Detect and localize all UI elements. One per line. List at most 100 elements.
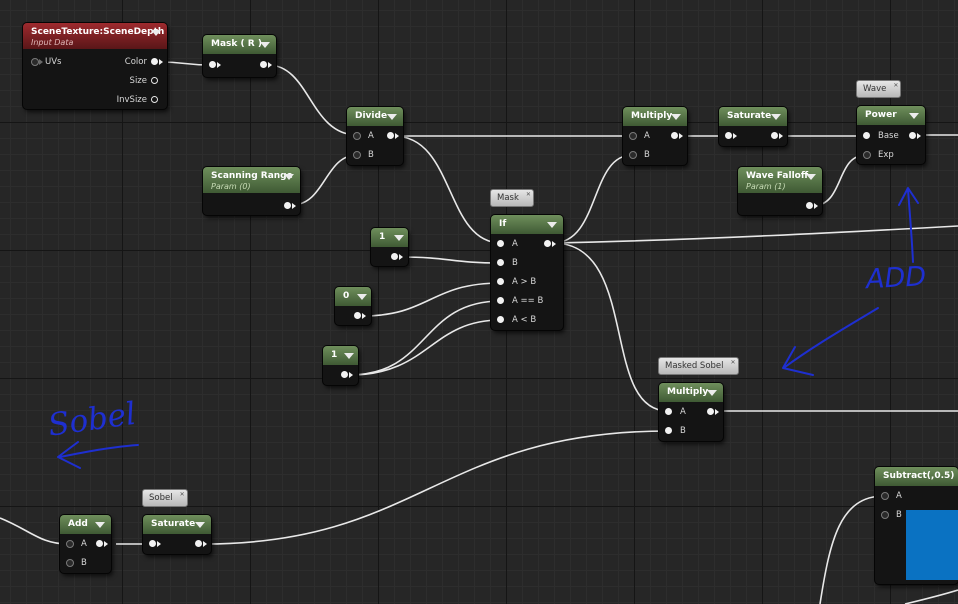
saturate-top-output-pin[interactable]: [771, 132, 778, 139]
size-output-pin[interactable]: [151, 77, 158, 84]
output-arrow-icon: [104, 541, 108, 547]
add-ink-text: ADD: [863, 261, 927, 295]
mask-r-input-pin[interactable]: [209, 61, 216, 68]
chevron-down-icon[interactable]: [95, 522, 105, 528]
chevron-down-icon[interactable]: [707, 390, 717, 396]
if-alb-pin[interactable]: [497, 316, 504, 323]
subtract-node[interactable]: Subtract(,0.5) A B: [875, 467, 958, 584]
scene-texture-node[interactable]: SceneTexture:SceneDepth Input Data UVs C…: [23, 23, 167, 109]
constant-1-bottom-node[interactable]: 1: [323, 346, 358, 385]
subtract-b-pin[interactable]: [881, 511, 889, 519]
chevron-down-icon[interactable]: [344, 353, 354, 359]
input-arrow-icon: [157, 541, 161, 547]
add-b-pin[interactable]: [66, 559, 74, 567]
invsize-label: InvSize: [116, 95, 147, 105]
chevron-down-icon[interactable]: [195, 522, 205, 528]
multiply-top-node[interactable]: Multiply A B: [623, 107, 687, 165]
pin-icon[interactable]: ✕: [893, 82, 899, 89]
divide-node[interactable]: Divide A B: [347, 107, 403, 165]
pin-icon[interactable]: ✕: [730, 359, 736, 366]
wire-if-out-right: [552, 225, 958, 244]
output-arrow-icon: [395, 133, 399, 139]
chevron-down-icon[interactable]: [909, 113, 919, 119]
wire-const0-to-agb: [361, 282, 502, 317]
wire-bottom-right: [904, 589, 958, 604]
multiply-top-a-pin[interactable]: [629, 132, 637, 140]
if-b-pin[interactable]: [497, 259, 504, 266]
chevron-down-icon[interactable]: [284, 174, 294, 180]
if-aeb-pin[interactable]: [497, 297, 504, 304]
power-exp-label: Exp: [878, 150, 894, 160]
saturate-top-input-pin[interactable]: [725, 132, 732, 139]
power-base-pin[interactable]: [863, 132, 870, 139]
output-arrow-icon: [679, 133, 683, 139]
if-node[interactable]: If A B A > B A == B A < B: [491, 215, 563, 330]
divide-a-pin[interactable]: [353, 132, 361, 140]
constant-1-top-node[interactable]: 1: [371, 228, 408, 266]
if-alb-label: A < B: [512, 315, 537, 325]
mask-r-node[interactable]: Mask ( R ): [203, 35, 276, 77]
constant-1-top-output-pin[interactable]: [391, 253, 398, 260]
output-arrow-icon: [814, 203, 818, 209]
power-title: Power: [865, 110, 897, 120]
if-title: If: [499, 219, 507, 229]
masked-sobel-comment-bubble[interactable]: Masked Sobel ✕: [658, 357, 739, 375]
mask-comment-bubble[interactable]: Mask ✕: [490, 189, 534, 207]
add-a-pin[interactable]: [66, 540, 74, 548]
saturate-bottom-node[interactable]: Saturate: [143, 515, 211, 554]
chevron-down-icon[interactable]: [387, 114, 397, 120]
power-node[interactable]: Power Base Exp: [857, 106, 925, 164]
mask-r-output-pin[interactable]: [260, 61, 267, 68]
chevron-down-icon[interactable]: [547, 222, 557, 228]
chevron-down-icon[interactable]: [806, 174, 816, 180]
multiply-top-b-label: B: [644, 150, 650, 160]
scanning-range-output-pin[interactable]: [284, 202, 291, 209]
divide-title: Divide: [355, 111, 388, 121]
chevron-down-icon[interactable]: [357, 294, 367, 300]
multiply-top-b-pin[interactable]: [629, 151, 637, 159]
add-node[interactable]: Add A B: [60, 515, 111, 573]
divide-b-pin[interactable]: [353, 151, 361, 159]
if-agb-pin[interactable]: [497, 278, 504, 285]
wave-falloff-output-pin[interactable]: [806, 202, 813, 209]
masked-sobel-output-pin[interactable]: [707, 408, 714, 415]
chevron-down-icon[interactable]: [771, 114, 781, 120]
uvs-pin[interactable]: [31, 58, 39, 66]
chevron-down-icon[interactable]: [671, 114, 681, 120]
if-output-pin[interactable]: [544, 240, 551, 247]
invsize-output-pin[interactable]: [151, 96, 158, 103]
masked-sobel-multiply-node[interactable]: Multiply A B: [659, 383, 723, 441]
masked-sobel-header: Multiply: [659, 383, 723, 402]
constant-1-bottom-output-pin[interactable]: [341, 371, 348, 378]
color-output-pin[interactable]: [151, 58, 158, 65]
chevron-down-icon[interactable]: [260, 42, 270, 48]
add-a-label: A: [81, 539, 87, 549]
chevron-down-icon[interactable]: [151, 30, 161, 36]
scene-texture-subtitle: Input Data: [31, 38, 74, 47]
divide-output-pin[interactable]: [387, 132, 394, 139]
sobel-comment-bubble[interactable]: Sobel ✕: [142, 489, 188, 507]
power-exp-pin[interactable]: [863, 151, 871, 159]
saturate-top-node[interactable]: Saturate: [719, 107, 787, 146]
subtract-a-pin[interactable]: [881, 492, 889, 500]
saturate-top-header: Saturate: [719, 107, 787, 126]
pin-icon[interactable]: ✕: [525, 191, 531, 198]
saturate-bottom-output-pin[interactable]: [195, 540, 202, 547]
power-output-pin[interactable]: [909, 132, 916, 139]
masked-sobel-b-pin[interactable]: [665, 427, 672, 434]
scanning-range-node[interactable]: Scanning Range Param (0): [203, 167, 300, 215]
add-output-pin[interactable]: [96, 540, 103, 547]
constant-0-output-pin[interactable]: [354, 312, 361, 319]
constant-1-bottom-value: 1: [331, 350, 338, 360]
constant-0-node[interactable]: 0: [335, 287, 371, 325]
wave-falloff-node[interactable]: Wave Falloff Param (1): [738, 167, 822, 215]
wave-comment-bubble[interactable]: Wave ✕: [856, 80, 902, 98]
chevron-down-icon[interactable]: [394, 235, 404, 241]
masked-sobel-a-pin[interactable]: [665, 408, 672, 415]
input-arrow-icon: [733, 133, 737, 139]
if-a-pin[interactable]: [497, 240, 504, 247]
multiply-top-output-pin[interactable]: [671, 132, 678, 139]
saturate-bottom-input-pin[interactable]: [149, 540, 156, 547]
pin-icon[interactable]: ✕: [179, 491, 185, 498]
